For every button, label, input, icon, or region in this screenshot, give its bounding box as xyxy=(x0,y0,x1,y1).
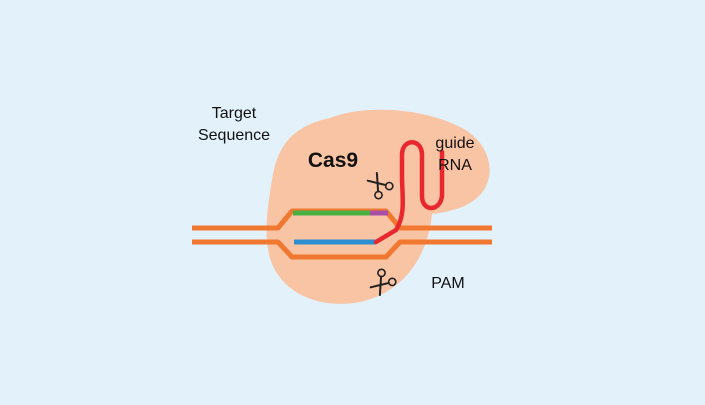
guide-rna-strand xyxy=(373,140,445,245)
target-label-line1: Target xyxy=(211,105,257,122)
guide-label-line1: guide xyxy=(435,135,475,152)
scissors-icon xyxy=(366,171,394,200)
pam-label: PAM xyxy=(431,275,465,292)
guide-rna-label: guide RNA xyxy=(422,133,488,177)
dna-bottom-strand xyxy=(192,239,492,260)
cas9-label: Cas9 xyxy=(307,149,359,172)
guide-label-line2: RNA xyxy=(438,157,472,174)
scissors-icon xyxy=(369,268,397,297)
target-label-line2: Sequence xyxy=(197,127,271,144)
target-sequence-label: Target Sequence xyxy=(186,103,282,147)
